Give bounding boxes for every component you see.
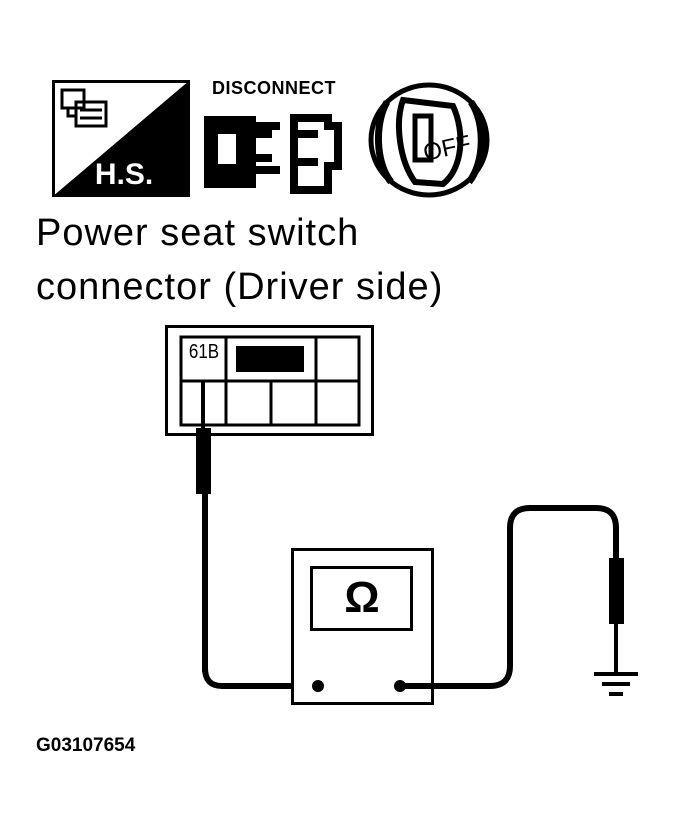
disconnect-icon-label: DISCONNECT <box>212 78 336 98</box>
ignition-key-icon: OFF <box>365 82 493 198</box>
figure-code: G03107654 <box>36 735 136 756</box>
harness-icon-label: H.S. <box>95 158 153 191</box>
caption-line-2: connector (Driver side) <box>36 266 444 308</box>
harness-connector-icon: H.S. <box>52 80 190 197</box>
ohm-symbol: Ω <box>344 573 380 622</box>
connector-housing <box>165 325 374 436</box>
terminal-label: 61B <box>188 341 220 363</box>
probe-right <box>400 505 624 689</box>
ground-icon <box>594 672 638 696</box>
caption-line-1: Power seat switch <box>36 212 360 254</box>
disconnect-icon: DISCONNECT <box>198 78 350 198</box>
probe-left <box>196 380 300 689</box>
ohmmeter <box>291 548 434 705</box>
